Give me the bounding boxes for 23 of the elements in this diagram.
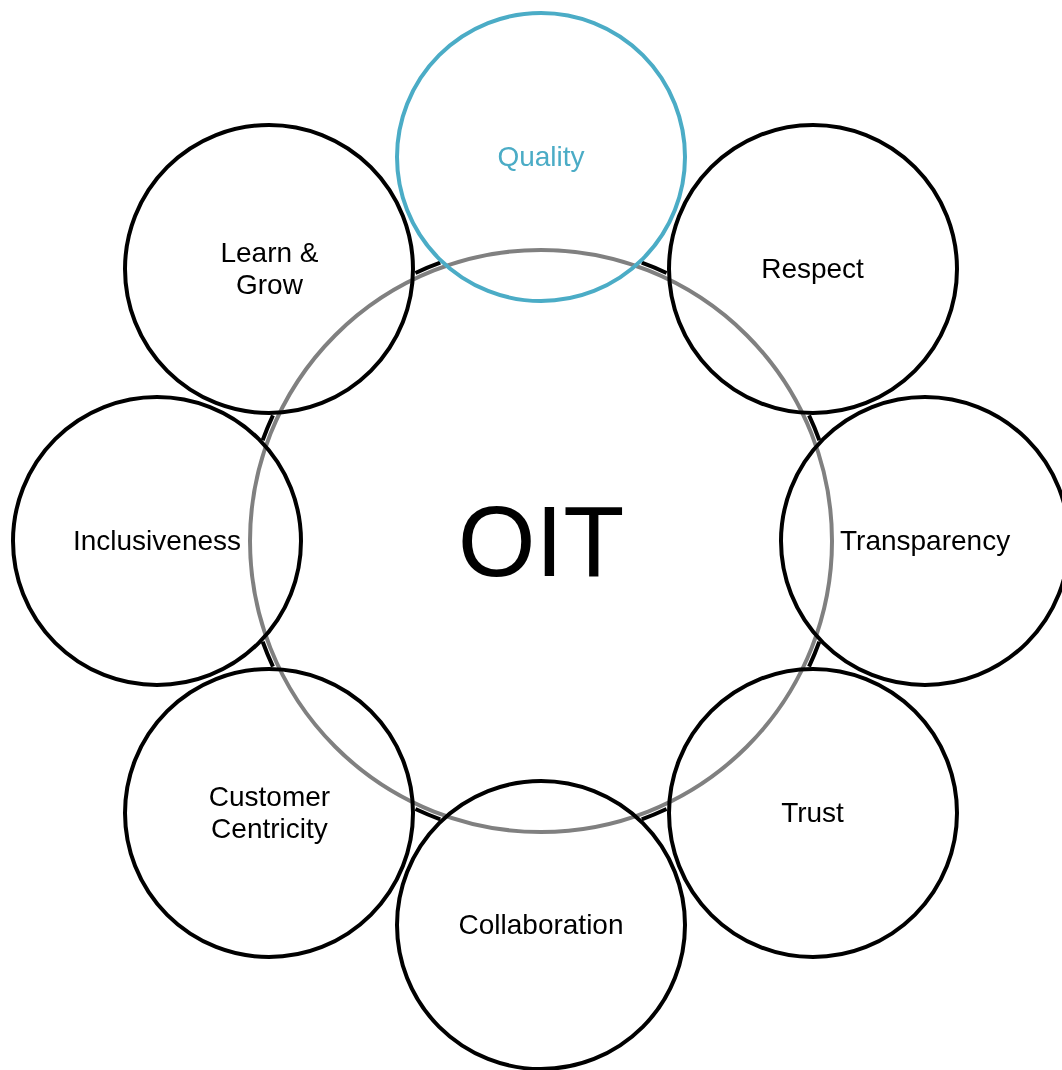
value-label: Respect: [761, 253, 864, 286]
value-label: Trust: [781, 796, 844, 829]
connector-arc: [414, 807, 441, 822]
center-title: OIT: [457, 486, 625, 596]
connector-arc: [260, 414, 275, 441]
value-label: Learn & Grow: [219, 237, 320, 302]
connector-arc: [260, 641, 275, 668]
connector-arc: [641, 807, 668, 822]
value-label: Collaboration: [458, 909, 624, 941]
value-label: Quality: [497, 141, 585, 173]
value-circle: [395, 11, 687, 303]
connector-arc: [641, 260, 668, 275]
value-circle: [123, 666, 416, 959]
value-circle: [123, 123, 416, 416]
connector-arc: [807, 414, 822, 441]
connector-arc: [807, 641, 822, 668]
connector-arc: [414, 260, 441, 275]
value-circle: [666, 123, 959, 416]
value-label: Transparency: [840, 525, 1010, 557]
value-circle: [666, 666, 959, 959]
value-circle: [11, 395, 303, 687]
value-label: Inclusiveness: [72, 525, 242, 557]
value-label: Customer Centricity: [207, 780, 332, 845]
